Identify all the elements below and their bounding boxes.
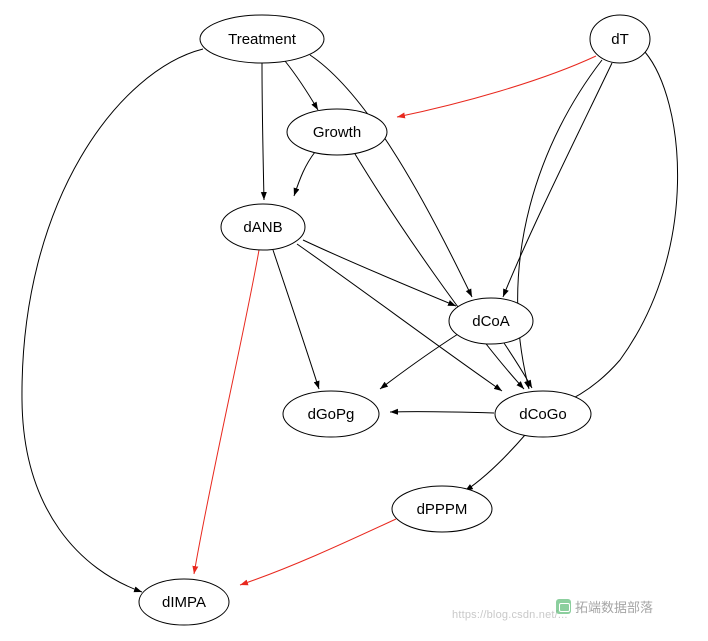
node-growth-label: Growth [313, 124, 361, 141]
edge-treatment-danb [260, 62, 267, 201]
edge-treatment-dcoa [309, 54, 473, 298]
edge-dpppm-dimpa [239, 518, 397, 586]
node-treatment[interactable]: Treatment [199, 14, 325, 64]
watermark-url: https://blog.csdn.net/... [452, 609, 568, 621]
node-dcoa-shape[interactable] [448, 297, 534, 345]
node-dpppm-label: dPPPM [417, 501, 468, 518]
node-dimpa[interactable]: dIMPA [138, 578, 230, 626]
node-dcoa-label: dCoA [472, 313, 510, 330]
edge-dcogo-dpppm [464, 434, 526, 492]
edge-treatment-dimpa [21, 48, 204, 593]
node-dcoa[interactable]: dCoA [448, 297, 534, 345]
node-growth-shape[interactable] [286, 108, 388, 156]
node-dgopg-label: dGoPg [308, 406, 355, 423]
edge-dcoa-dgopg [379, 333, 459, 390]
node-treatment-shape[interactable] [199, 14, 325, 64]
node-dimpa-label: dIMPA [162, 594, 206, 611]
edge-layer [21, 48, 679, 593]
node-dt[interactable]: dT [589, 14, 651, 64]
node-layer: Treatment dT Growth dANB dCoA dGoPg [138, 14, 651, 626]
node-dgopg-shape[interactable] [282, 390, 380, 438]
watermark-badge-text: 拓端数据部落 [575, 600, 654, 615]
node-dcogo-label: dCoGo [519, 406, 567, 423]
edge-dcogo-dgopg [389, 408, 495, 415]
node-dt-shape[interactable] [589, 14, 651, 64]
edge-treatment-growth [284, 60, 319, 111]
edge-dcoa-dcogo [503, 342, 533, 389]
edge-danb-dgopg [272, 249, 320, 390]
node-dcogo[interactable]: dCoGo [494, 390, 592, 438]
node-dpppm-shape[interactable] [391, 485, 493, 533]
edge-danb-dcogo [296, 243, 503, 392]
edge-dt-dcoa [502, 62, 613, 298]
edge-danb-dcoa [302, 239, 457, 307]
node-dgopg[interactable]: dGoPg [282, 390, 380, 438]
node-treatment-label: Treatment [228, 31, 297, 48]
node-danb[interactable]: dANB [220, 203, 306, 251]
node-dt-label: dT [611, 31, 629, 48]
watermark-logo-icon [556, 599, 571, 614]
edge-danb-dimpa [192, 249, 260, 575]
watermark-badge: 拓端数据部落 [556, 597, 653, 616]
node-danb-shape[interactable] [220, 203, 306, 251]
node-dimpa-shape[interactable] [138, 578, 230, 626]
node-dpppm[interactable]: dPPPM [391, 485, 493, 533]
node-danb-label: dANB [243, 219, 282, 236]
edge-dt-dcogo-outer [560, 51, 679, 405]
node-dcogo-shape[interactable] [494, 390, 592, 438]
node-growth[interactable]: Growth [286, 108, 388, 156]
edge-dt-growth [396, 55, 597, 119]
edge-growth-dcogo [354, 153, 525, 390]
edge-growth-danb [293, 151, 316, 197]
